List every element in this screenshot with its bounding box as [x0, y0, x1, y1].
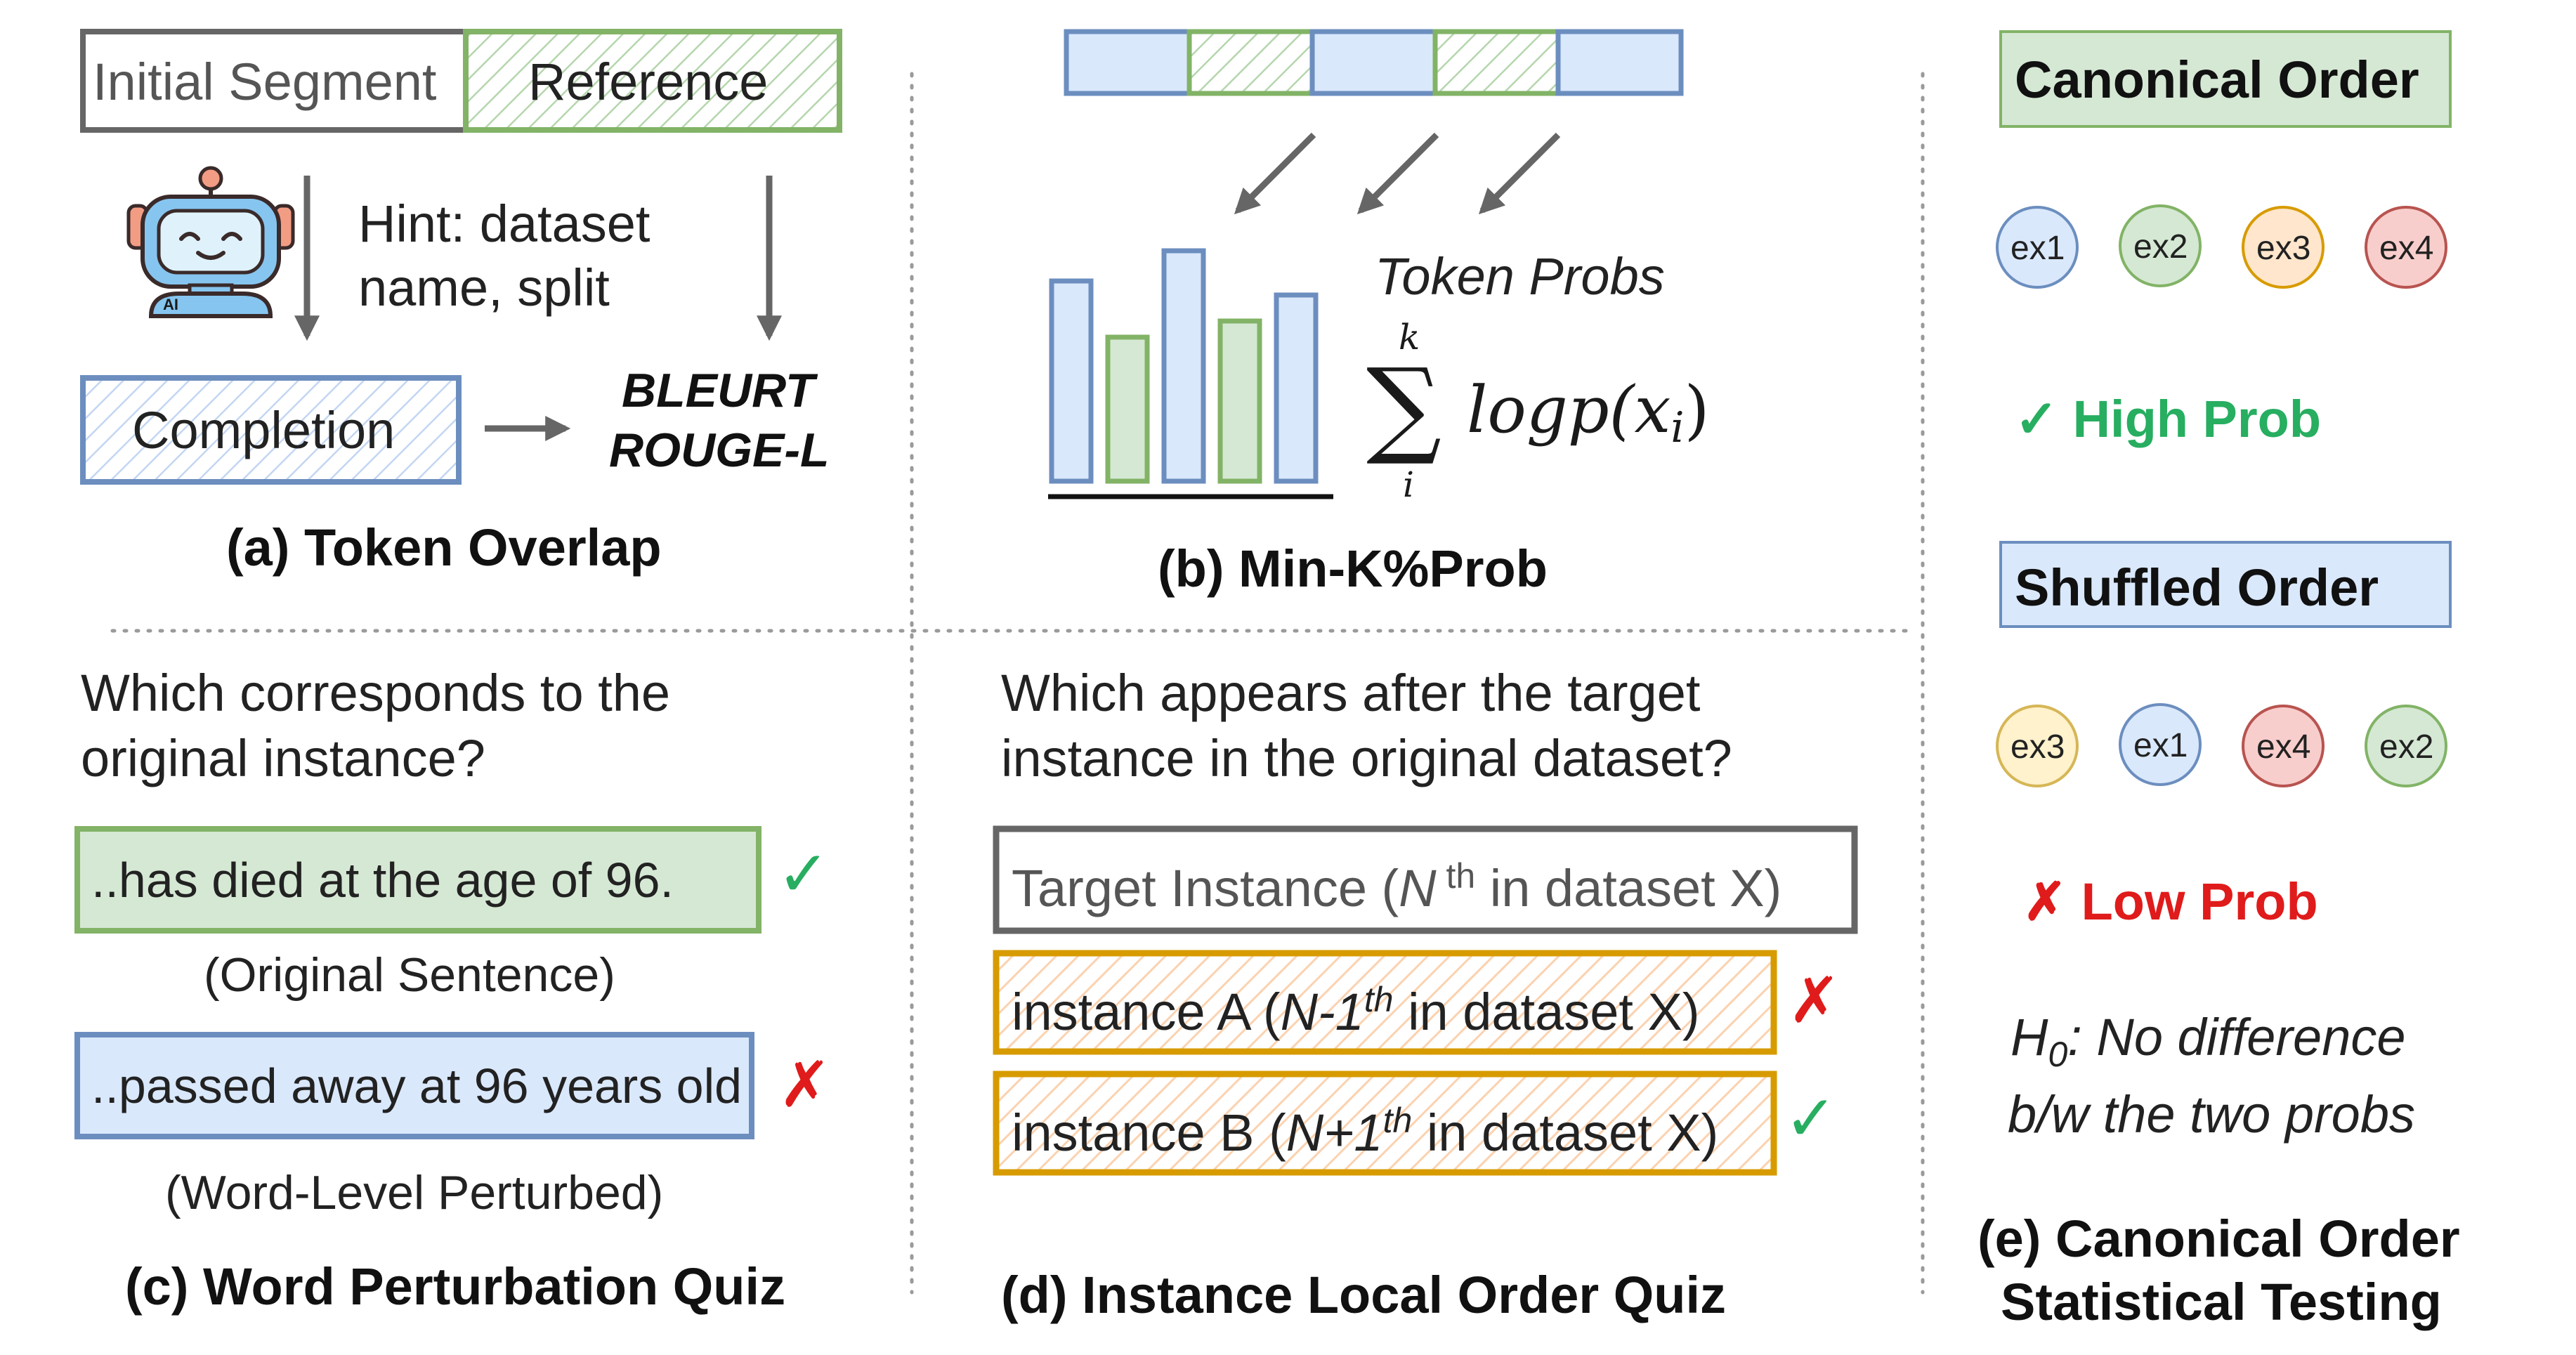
option-original-label: (Original Sentence): [204, 948, 615, 1002]
option-perturbed-label: (Word-Level Perturbed): [165, 1166, 664, 1219]
instance-b-box: [993, 1071, 1777, 1176]
h0-line1: H0: No difference: [2011, 1008, 2406, 1074]
canonical-order-box: [1999, 30, 2452, 128]
shuffled-item-3: ex4: [2256, 728, 2311, 766]
token-probs-label: Token Probs: [1375, 247, 1665, 306]
check-original: ✓: [777, 839, 830, 910]
sum-upper: k: [1399, 317, 1420, 358]
hint-line2: name, split: [358, 258, 610, 317]
reference-box: [463, 29, 842, 133]
canonical-item-2: ex2: [2133, 228, 2188, 266]
question-c-line2: original instance?: [81, 729, 485, 787]
shuffled-item-4: ex2: [2379, 728, 2434, 766]
arrow-token-2: [1356, 132, 1439, 215]
initial-segment-label: Initial Segment: [93, 53, 437, 111]
h0-line2: b/w the two probs: [2008, 1085, 2415, 1144]
canonical-item-4: ex4: [2379, 230, 2434, 267]
metric-bleurt: BLEURT: [622, 364, 815, 417]
target-instance-label: Target Instance (N th in dataset X): [1012, 856, 1782, 917]
instance-a-label: instance A (N-1th in dataset X): [1012, 980, 1700, 1041]
original-sentence-box: [74, 826, 761, 934]
sum-symbol: ∑: [1366, 346, 1442, 469]
cross-instance-a: ✗: [1788, 966, 1841, 1036]
question-c-line1: Which corresponds to the: [81, 664, 671, 722]
shuffled-item-2: ex1: [2133, 727, 2188, 764]
completion-box: [80, 375, 462, 485]
caption-e-line1: (e) Canonical Order: [1977, 1210, 2460, 1268]
completion-label: Completion: [132, 401, 395, 459]
formula: logp(xi): [1467, 372, 1710, 452]
token-strip: [1064, 29, 1684, 96]
hint-line1: Hint: dataset: [358, 195, 650, 253]
instance-a-box: [993, 950, 1777, 1055]
canonical-circles: [1996, 204, 2447, 289]
caption-a: (a) Token Overlap: [226, 518, 662, 577]
caption-d: (d) Instance Local Order Quiz: [1001, 1266, 1727, 1324]
high-prob-label: ✓ High Prob: [2015, 390, 2322, 448]
caption-c: (c) Word Perturbation Quiz: [125, 1257, 786, 1316]
shuffled-order-label: Shuffled Order: [2015, 558, 2379, 617]
reference-label: Reference: [528, 53, 769, 111]
sum-lower: i: [1403, 464, 1414, 505]
cross-perturbed: ✗: [778, 1050, 832, 1120]
option-original-text: ..has died at the age of 96.: [91, 853, 674, 908]
target-instance-box: [993, 825, 1858, 934]
shuffled-order-box: [1999, 541, 2452, 628]
shuffled-item-1: ex3: [2011, 728, 2065, 766]
arrow-token-1: [1234, 132, 1316, 215]
check-instance-b: ✓: [1784, 1084, 1838, 1154]
instance-b-label: instance B (N+1th in dataset X): [1012, 1101, 1719, 1162]
option-perturbed-text: ..passed away at 96 years old: [91, 1059, 743, 1113]
question-d-line2: instance in the original dataset?: [1001, 729, 1732, 787]
caption-b: (b) Min-K%Prob: [1158, 539, 1548, 598]
robot-badge: AI: [163, 296, 178, 313]
metric-rouge: ROUGE-L: [609, 424, 830, 477]
low-prob-label: ✗ Low Prob: [2023, 872, 2318, 931]
perturbed-sentence-box: [74, 1032, 754, 1139]
prob-bars: [1048, 248, 1333, 499]
canonical-item-1: ex1: [2011, 230, 2065, 267]
canonical-order-label: Canonical Order: [2015, 51, 2419, 109]
shuffled-circles: [1996, 703, 2447, 787]
arrow-token-3: [1478, 132, 1561, 215]
robot-icon: [126, 166, 295, 318]
caption-e-line2: Statistical Testing: [2001, 1273, 2442, 1331]
canonical-item-3: ex3: [2256, 230, 2311, 267]
question-d-line1: Which appears after the target: [1001, 664, 1701, 722]
